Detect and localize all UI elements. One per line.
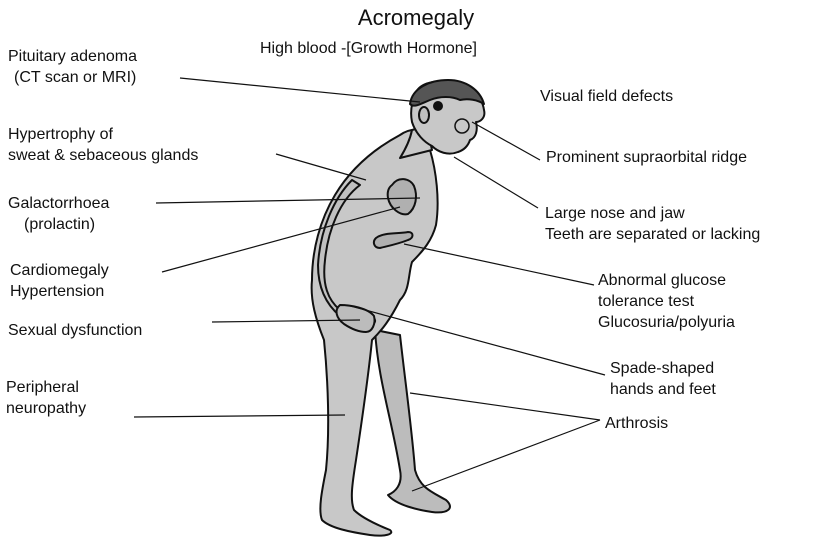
label-hypertrophy: Hypertrophy of sweat & sebaceous glands — [8, 124, 198, 166]
body-torso — [312, 130, 438, 536]
ear — [419, 107, 429, 123]
label-pituitary-adenoma: Pituitary adenoma (CT scan or MRI) — [8, 46, 137, 88]
label-glucose: Abnormal glucose tolerance test Glucosur… — [598, 270, 735, 333]
back-leg — [375, 330, 450, 512]
label-peripheral-neuropathy: Peripheral neuropathy — [6, 377, 86, 419]
label-spade-shaped: Spade-shaped hands and feet — [610, 358, 716, 400]
pituitary-dot — [433, 101, 443, 111]
diagram-title: Acromegaly — [316, 5, 516, 31]
diagram-subtitle: High blood -[Growth Hormone] — [260, 38, 477, 59]
label-supraorbital-ridge: Prominent supraorbital ridge — [546, 147, 747, 168]
label-arthrosis: Arthrosis — [605, 413, 668, 434]
label-nose-jaw: Large nose and jaw Teeth are separated o… — [545, 203, 760, 245]
label-cardiomegaly: Cardiomegaly Hypertension — [10, 260, 109, 302]
label-sexual-dysfunction: Sexual dysfunction — [8, 320, 142, 341]
label-galactorrhoea: Galactorrhoea (prolactin) — [8, 193, 109, 235]
label-visual-field-defects: Visual field defects — [540, 86, 673, 107]
